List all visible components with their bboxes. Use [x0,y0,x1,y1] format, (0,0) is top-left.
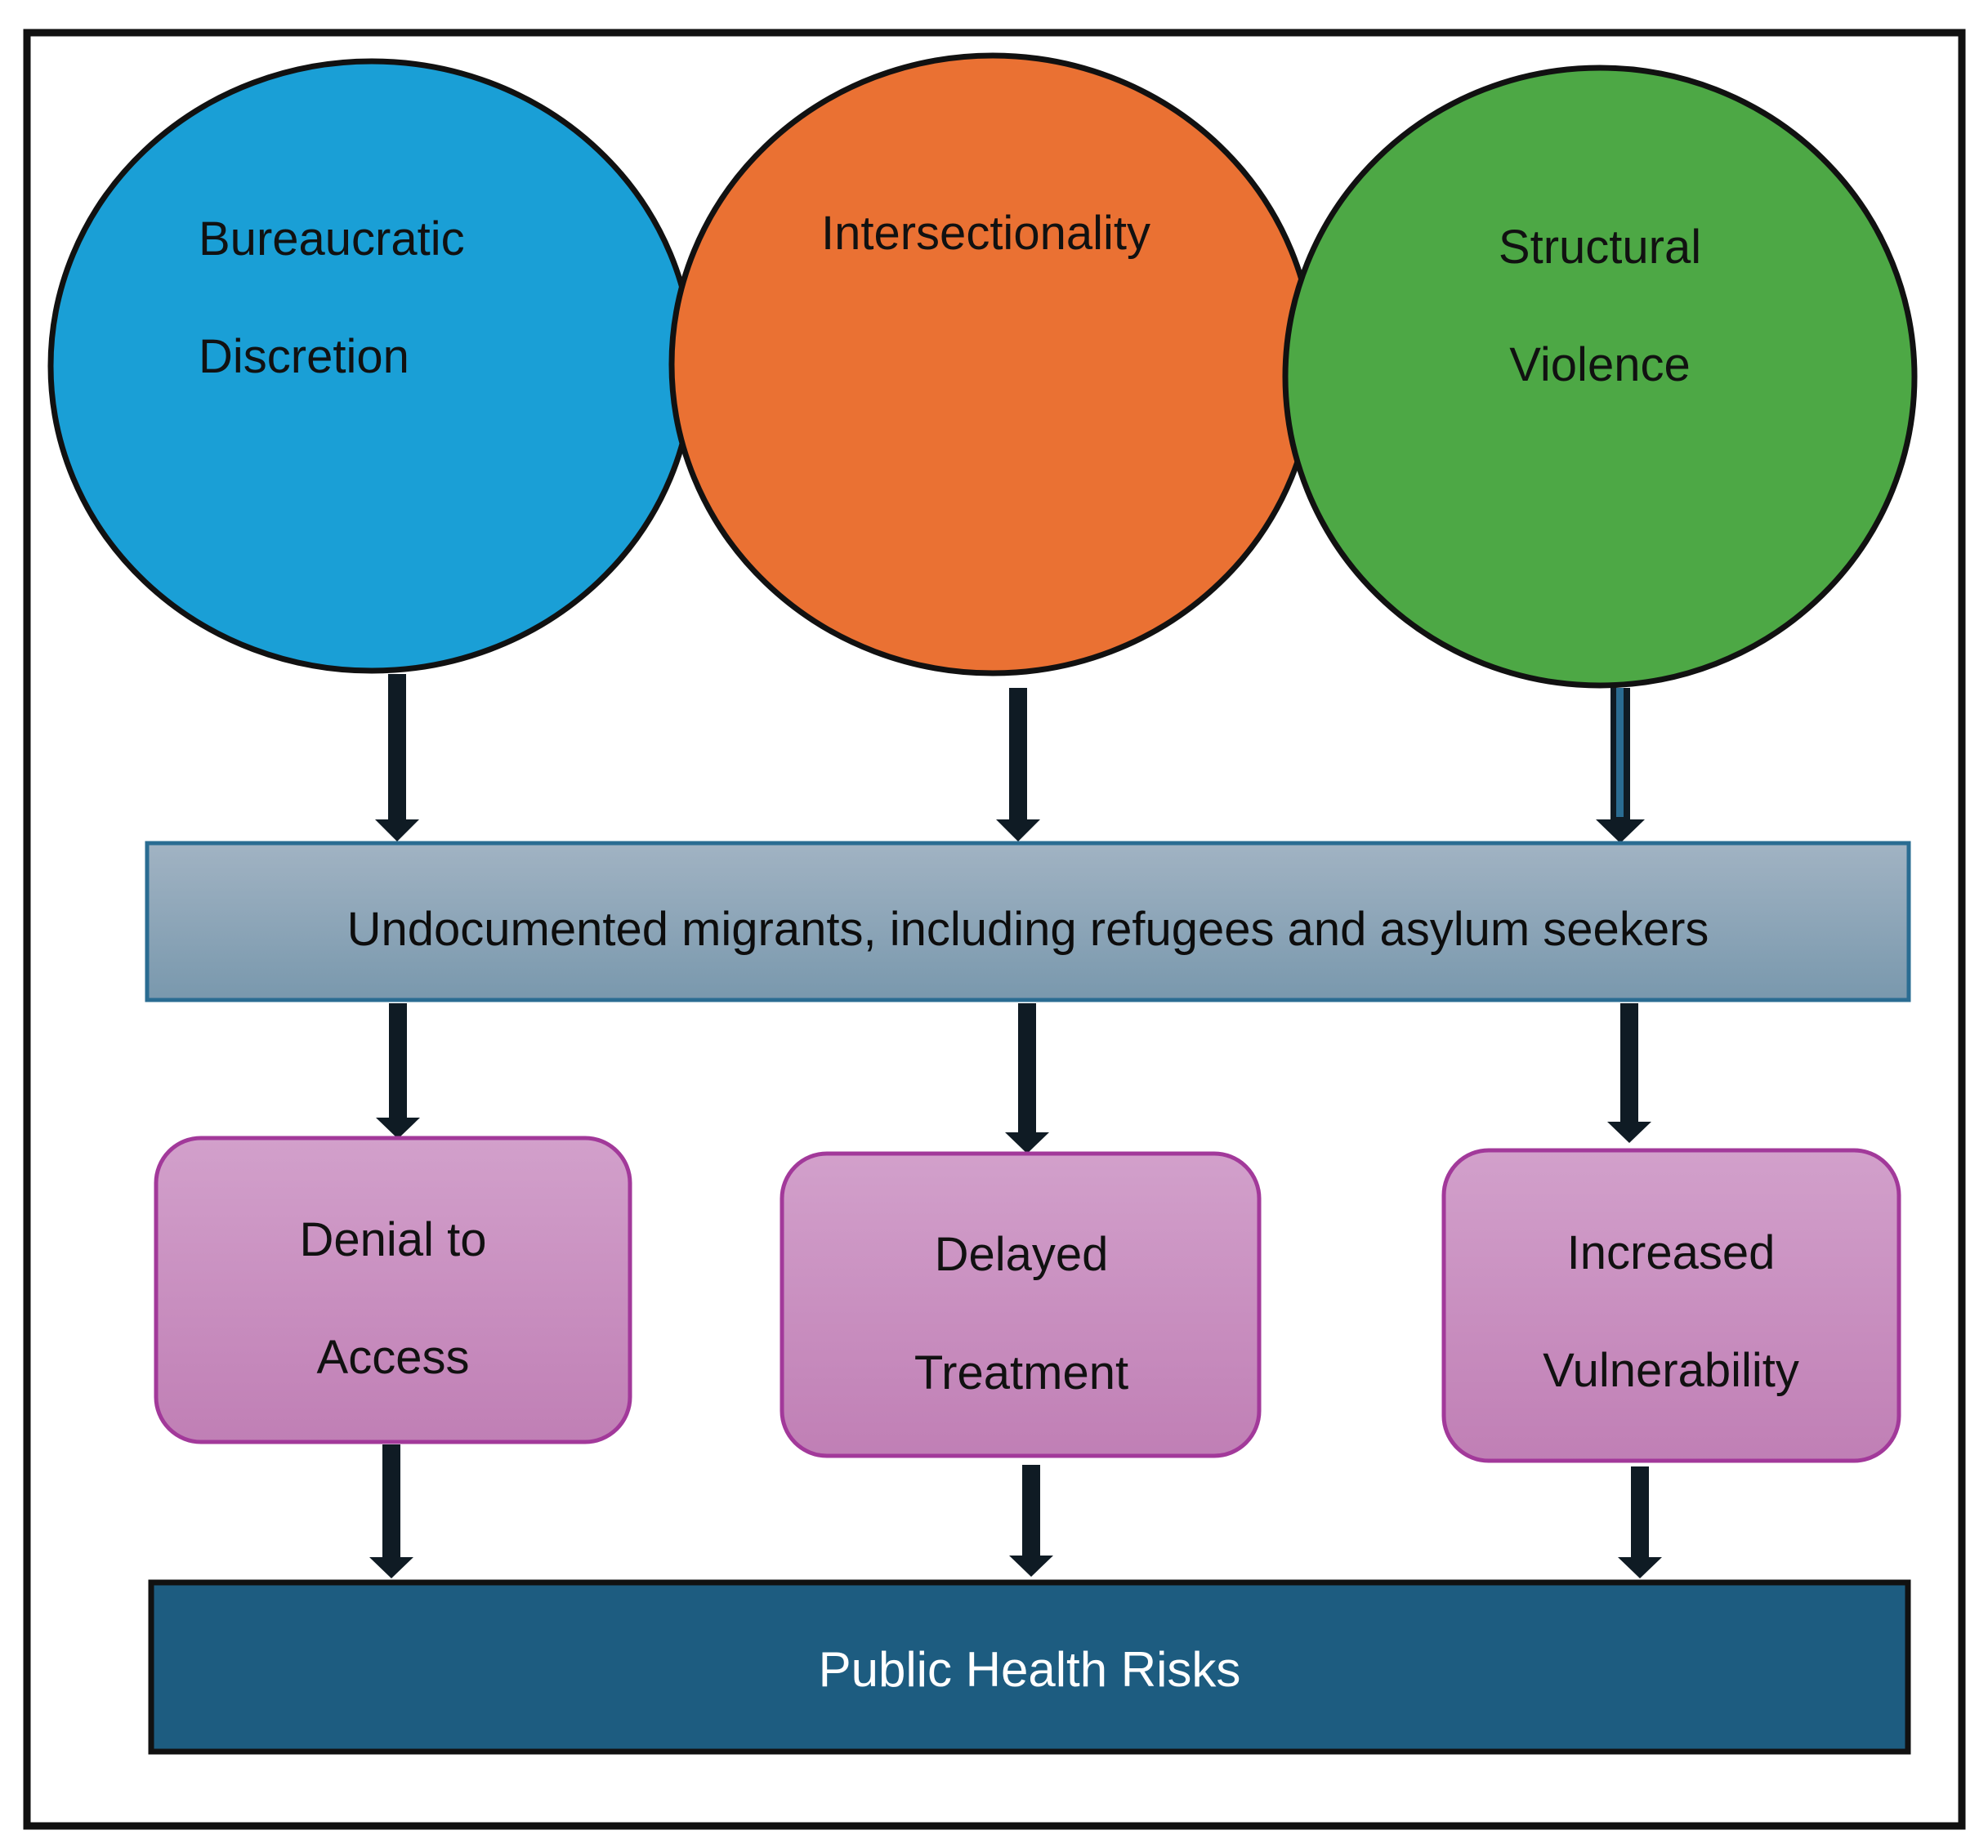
arrow-population-to-outcome-2 [1005,1003,1049,1154]
arrow-factor-1-to-population [375,674,419,841]
outcome-box-increased-vulnerability [1441,1148,1901,1463]
public-health-risks-box [148,1579,1911,1755]
factor-label-3-line1: Structural [1499,221,1701,274]
population-label: Undocumented migrants, including refugee… [347,903,1709,956]
arrow-factor-2-to-population [996,688,1040,841]
factor-label-1-line2: Discretion [199,330,409,383]
arrow-outcome-3-to-result [1618,1466,1662,1578]
outcome-box-delayed-treatment [780,1151,1262,1458]
outcome-label-3-line1: Increased [1567,1226,1776,1279]
outcome-box-denial-to-access [154,1136,632,1444]
arrow-factor-3-to-population [1596,688,1645,843]
arrow-population-to-outcome-1 [376,1003,420,1139]
factor-circle-structural-violence [1282,65,1918,689]
arrow-outcome-2-to-result [1009,1465,1053,1577]
outcome-label-1-line2: Access [317,1331,470,1384]
arrow-outcome-1-to-result [369,1444,413,1578]
arrow-population-to-outcome-3 [1607,1003,1651,1143]
factor-label-2-line1: Intersectionality [821,207,1150,260]
outcome-label-1-line1: Denial to [300,1213,487,1266]
factor-circle-intersectionality [668,52,1317,676]
population-box [145,841,1911,1002]
factor-label-3-line2: Violence [1509,338,1690,391]
public-health-risks-label: Public Health Risks [819,1642,1241,1697]
outer-frame [23,29,1966,1830]
factor-label-1-line1: Bureaucratic [199,212,465,266]
outcome-label-2-line2: Treatment [914,1346,1128,1399]
outcome-label-3-line2: Vulnerability [1543,1344,1799,1397]
outcome-label-2-line1: Delayed [935,1228,1109,1281]
